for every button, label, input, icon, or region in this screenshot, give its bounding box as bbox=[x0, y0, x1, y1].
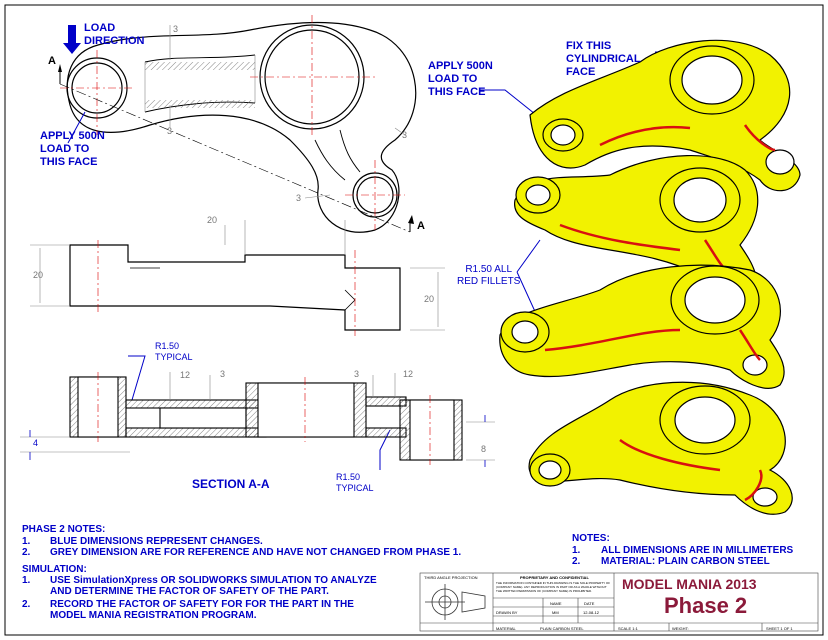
projection-label: THIRD ANGLE PROJECTION bbox=[424, 575, 478, 580]
dim-sec-3a: 3 bbox=[220, 369, 226, 379]
name-label: NAME bbox=[550, 601, 562, 606]
phase2-note-num: 2. bbox=[22, 547, 31, 558]
apply-load-left-label: APPLY 500N LOAD TO THIS FACE bbox=[40, 130, 105, 168]
dim-sec-4: 4 bbox=[33, 438, 39, 448]
phase2-notes-heading: PHASE 2 NOTES: bbox=[22, 524, 106, 535]
dim-side-20-left: 20 bbox=[33, 270, 44, 280]
proprietary-body: THE INFORMATION CONTAINED IN THIS DRAWIN… bbox=[496, 581, 611, 593]
load-direction-label: LOAD DIRECTION bbox=[84, 22, 145, 47]
drawn-by-value: MM bbox=[552, 610, 559, 615]
dim-side-20-right: 20 bbox=[424, 294, 435, 304]
section-marker-a-bottom: A bbox=[417, 220, 425, 232]
notes-num: 2. bbox=[572, 556, 581, 567]
dim-sec-3b: 3 bbox=[354, 369, 360, 379]
dim-sec-8: 8 bbox=[481, 444, 487, 454]
fillet-typical-top-label: R1.50 TYPICAL bbox=[155, 341, 193, 362]
notes-num: 1. bbox=[572, 545, 581, 556]
apply-load-right-label: APPLY 500N LOAD TO THIS FACE bbox=[428, 60, 493, 98]
simulation-num: 2. bbox=[22, 599, 31, 610]
date-value: 12-08-12 bbox=[583, 610, 600, 615]
simulation-heading: SIMULATION: bbox=[22, 564, 87, 575]
red-fillets-label: R1.50 ALL RED FILLETS bbox=[457, 264, 521, 287]
scale-value: SCALE 1:1 bbox=[618, 626, 638, 631]
iso-view-4 bbox=[528, 381, 793, 515]
simulation-text: USE SimulationXpress OR SOLIDWORKS SIMUL… bbox=[50, 575, 377, 597]
side-view bbox=[30, 220, 445, 336]
dim-top-3b: 3 bbox=[167, 126, 173, 136]
leader-line bbox=[67, 111, 86, 144]
drawn-by-label: DRAWN BY bbox=[496, 610, 518, 615]
simulation-text: RECORD THE FACTOR OF SAFETY FOR FOR THE … bbox=[50, 599, 354, 621]
title-block bbox=[419, 572, 819, 632]
phase2-note-num: 1. bbox=[22, 536, 31, 547]
dim-sec-12b: 12 bbox=[403, 369, 414, 379]
dim-side-20-top: 20 bbox=[207, 215, 218, 225]
dim-top-3c: 3 bbox=[296, 193, 302, 203]
section-view bbox=[20, 372, 495, 467]
section-title: SECTION A-A bbox=[192, 477, 270, 491]
leader-line bbox=[128, 355, 146, 401]
projection-symbol-icon bbox=[425, 584, 486, 620]
notes-text: ALL DIMENSIONS ARE IN MILLIMETERS bbox=[601, 545, 794, 556]
section-marker-a-top: A bbox=[48, 55, 56, 67]
dim-top-3a: 3 bbox=[173, 24, 179, 34]
sheet-value: SHEET 1 OF 1 bbox=[766, 626, 793, 631]
phase2-note-text: BLUE DIMENSIONS REPRESENT CHANGES. bbox=[50, 536, 263, 547]
fix-face-label: FIX THIS CYLINDRICAL FACE bbox=[566, 40, 641, 78]
dim-sec-12a: 12 bbox=[180, 370, 191, 380]
top-view bbox=[58, 15, 417, 233]
weight-label: WEIGHT: bbox=[672, 626, 689, 631]
notes-heading: NOTES: bbox=[572, 533, 610, 544]
material-value: PLAIN CARBON STEEL bbox=[540, 626, 584, 631]
notes-text: MATERIAL: PLAIN CARBON STEEL bbox=[601, 556, 770, 567]
dim-top-3d: 3 bbox=[402, 130, 408, 140]
sheet-border bbox=[4, 4, 824, 636]
phase2-note-text: GREY DIMENSION ARE FOR REFERENCE AND HAV… bbox=[50, 547, 462, 558]
date-label: DATE bbox=[584, 601, 595, 606]
iso-view-3 bbox=[499, 264, 785, 389]
load-arrow-icon bbox=[63, 25, 81, 54]
simulation-num: 1. bbox=[22, 575, 31, 586]
proprietary-heading: PROPRIETARY AND CONFIDENTIAL bbox=[520, 575, 589, 580]
fillet-typical-bottom-label: R1.50 TYPICAL bbox=[336, 472, 374, 493]
iso-view-1 bbox=[529, 39, 801, 192]
drawing-phase: Phase 2 bbox=[664, 593, 748, 618]
drawing-title: MODEL MANIA 2013 bbox=[622, 576, 757, 592]
material-label: MATERIAL bbox=[496, 626, 516, 631]
